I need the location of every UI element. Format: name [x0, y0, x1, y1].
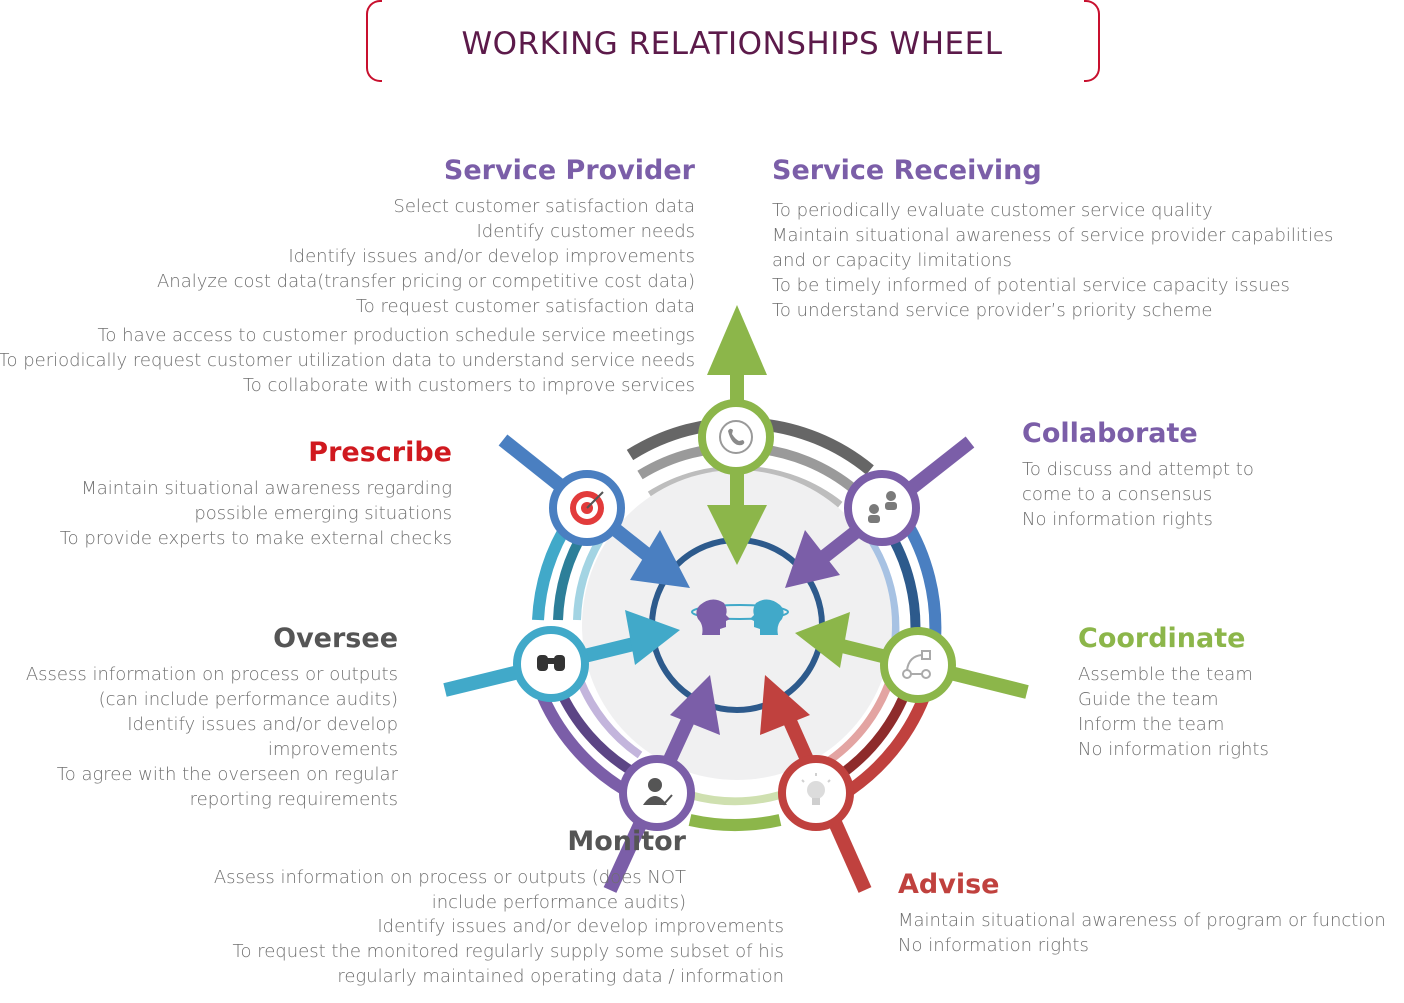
collaborate-line: No information rights [1022, 509, 1213, 530]
monitor-line: include performance audits) [431, 892, 686, 913]
advise-line: No information rights [898, 935, 1089, 956]
monitor-line: Identify issues and/or develop improveme… [377, 916, 784, 937]
service-provider-line: To collaborate with customers to improve… [242, 375, 695, 396]
ring-left-mid-lower [555, 687, 633, 775]
monitor-line: To request the monitored regularly suppl… [232, 941, 784, 962]
service-provider-line: To periodically request customer utiliza… [0, 350, 695, 371]
monitor-section-continued: Identify issues and/or develop improveme… [233, 914, 784, 989]
collaborate-line: To discuss and attempt to [1022, 459, 1254, 480]
coordinate-line: Assemble the team [1078, 664, 1253, 685]
oversee-line: reporting requirements [189, 789, 398, 810]
person-check-icon [619, 755, 695, 831]
workflow-icon [880, 627, 956, 703]
monitor-section: Monitor Assess information on process or… [214, 826, 686, 915]
coordinate-line: Guide the team [1078, 689, 1219, 710]
prescribe-line: possible emerging situations [194, 503, 452, 524]
prescribe-heading: Prescribe [308, 437, 452, 468]
service-provider-line: Identify issues and/or develop improveme… [288, 246, 695, 267]
coordinate-section: Coordinate Assemble the team Guide the t… [1078, 623, 1269, 762]
coordinate-heading: Coordinate [1078, 623, 1246, 654]
service-provider-line: Analyze cost data(transfer pricing or co… [156, 271, 695, 292]
monitor-line: regularly maintained operating data / in… [337, 966, 784, 987]
service-provider-heading: Service Provider [443, 155, 695, 186]
service-receiving-line: To be timely informed of potential servi… [772, 275, 1290, 296]
two-heads-icon [691, 599, 789, 635]
binoculars-icon [513, 626, 589, 702]
collaborate-line: come to a consensus [1022, 484, 1213, 505]
people-exchange-icon [844, 470, 920, 546]
ring-bottom [688, 814, 782, 831]
ring-left-light-lower [576, 678, 643, 759]
service-receiving-line: and or capacity limitations [772, 250, 1012, 271]
prescribe-line: Maintain situational awareness regarding [81, 478, 452, 499]
service-receiving-line: To understand service provider’s priorit… [772, 300, 1213, 321]
ring-right-light-lower [827, 678, 894, 764]
service-receiving-section: Service Receiving To periodically evalua… [772, 155, 1333, 323]
ring-bottom-light [688, 791, 782, 806]
lightbulb-icon [778, 755, 854, 831]
oversee-line: improvements [267, 739, 398, 760]
oversee-line: To agree with the overseen on regular [56, 764, 398, 785]
service-receiving-line: Maintain situational awareness of servic… [772, 225, 1334, 246]
service-provider-line: Select customer satisfaction data [393, 196, 695, 217]
ring-right-light-upper [866, 537, 900, 641]
service-provider-line: To have access to customer production sc… [97, 325, 696, 346]
oversee-line: Assess information on process or outputs [25, 664, 398, 685]
oversee-section: Oversee Assess information on process or… [26, 623, 398, 812]
oversee-line: (can include performance audits) [98, 689, 398, 710]
oversee-line: Identify issues and/or develop [127, 714, 398, 735]
collaborate-heading: Collaborate [1022, 418, 1198, 449]
service-receiving-line: To periodically evaluate customer servic… [772, 200, 1213, 221]
coordinate-line: Inform the team [1078, 714, 1225, 735]
monitor-line: Assess information on process or outputs… [213, 867, 686, 888]
service-receiving-heading: Service Receiving [772, 155, 1042, 186]
advise-line: Maintain situational awareness of progra… [898, 910, 1386, 931]
advise-section: Advise Maintain situational awareness of… [898, 869, 1386, 958]
oversee-heading: Oversee [273, 623, 398, 654]
target-icon [549, 470, 625, 546]
ring-left-light-upper [573, 537, 604, 621]
prescribe-section: Prescribe Maintain situational awareness… [60, 437, 452, 551]
advise-heading: Advise [898, 869, 1000, 900]
page-title: WORKING RELATIONSHIPS WHEEL [461, 26, 1003, 62]
collaborate-section: Collaborate To discuss and attempt to co… [1022, 418, 1254, 532]
title-bracket-left [366, 0, 382, 82]
prescribe-line: To provide experts to make external chec… [59, 528, 452, 549]
monitor-heading: Monitor [567, 826, 686, 857]
service-provider-line: Identify customer needs [476, 221, 695, 242]
service-provider-section: Service Provider Select customer satisfa… [0, 155, 695, 398]
coordinate-line: No information rights [1078, 739, 1269, 760]
phone-icon [698, 399, 774, 475]
service-provider-line: To request customer satisfaction data [355, 296, 695, 317]
ring-left-lower [534, 687, 629, 796]
